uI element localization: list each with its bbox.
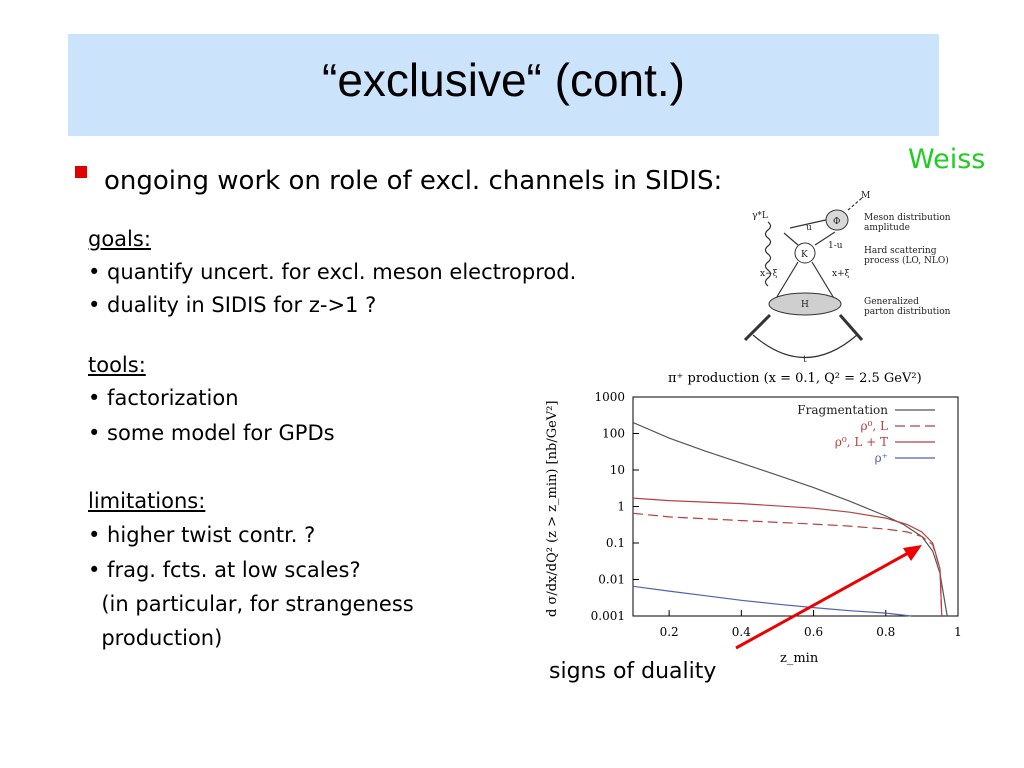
- diagram-label: K: [801, 250, 808, 260]
- x-tick-label: 0.4: [732, 625, 751, 639]
- legend-label: ρ⁰, L + T: [835, 435, 888, 449]
- y-tick-label: 0.001: [591, 609, 625, 623]
- diagram-note: process (LO, NLO): [864, 255, 949, 266]
- meson-amplitude-blob: [825, 209, 849, 231]
- diagram-note: Hard scattering: [864, 246, 937, 256]
- tools-heading: tools:: [88, 353, 146, 377]
- gpd-blob: [768, 292, 842, 316]
- y-tick-label: 10: [610, 463, 625, 477]
- goals-item: • quantify uncert. for excl. meson elect…: [88, 260, 577, 284]
- series-line: [632, 497, 943, 617]
- title-bar: “exclusive“ (cont.): [68, 34, 939, 136]
- diagram-note: amplitude: [864, 223, 910, 233]
- x-tick-label: 0.6: [804, 625, 823, 639]
- diagram-note: Meson distribution: [864, 213, 951, 223]
- series-line: [632, 585, 912, 617]
- chart-x-axis-label: z_min: [780, 651, 819, 666]
- y-tick-label: 100: [602, 427, 625, 441]
- diagram-label: x+ξ: [832, 269, 850, 279]
- main-bullet: ongoing work on role of excl. channels i…: [104, 166, 723, 196]
- y-tick-label: 1000: [594, 390, 625, 404]
- limitations-item: • higher twist contr. ?: [88, 523, 316, 547]
- goals-item: • duality in SIDIS for z->1 ?: [88, 293, 377, 317]
- arrow-shaft: [735, 550, 911, 650]
- y-tick-label: 1: [617, 500, 625, 514]
- duality-annotation: signs of duality: [549, 659, 717, 684]
- diagram-label: H: [801, 300, 809, 310]
- diagram-label: Φ: [833, 217, 840, 227]
- legend-label: ρ⁰, L: [861, 419, 888, 433]
- diagram-label: γ*L: [752, 211, 768, 221]
- photon-line: [764, 221, 772, 287]
- y-tick-label: 0.01: [598, 573, 625, 587]
- series-line: [632, 421, 948, 617]
- author-name: Weiss: [908, 144, 986, 175]
- series-line: [632, 512, 943, 617]
- chart-y-axis-label: d σ/dx/dQ² (z > z_min) [nb/GeV²]: [545, 401, 560, 617]
- limitations-item: production): [88, 626, 223, 650]
- x-tick-label: 1: [954, 625, 962, 639]
- x-tick-label: 0.8: [876, 625, 895, 639]
- limitations-heading: limitations:: [88, 489, 206, 513]
- diagram-label: u: [806, 223, 812, 233]
- diagram-label: 1-u: [828, 241, 843, 251]
- diagram-label: t: [803, 355, 807, 365]
- slide-title: “exclusive“ (cont.): [322, 54, 685, 106]
- y-tick-label: 0.1: [606, 536, 625, 550]
- limitations-item: (in particular, for strangeness: [88, 592, 414, 616]
- diagram-label: M: [861, 191, 870, 201]
- quark-line-u: [783, 232, 799, 246]
- hard-kernel-circle: [794, 242, 816, 264]
- bullet-square-icon: [75, 166, 87, 178]
- chart-title: π⁺ production (x = 0.1, Q² = 2.5 GeV²): [668, 371, 922, 386]
- legend-label: ρ⁺: [875, 451, 888, 465]
- tools-item: • some model for GPDs: [88, 421, 335, 445]
- diagram-note: parton distribution: [864, 307, 951, 317]
- goals-heading: goals:: [88, 227, 151, 251]
- x-tick-label: 0.2: [660, 625, 679, 639]
- limitations-item: • frag. fcts. at low scales?: [88, 558, 361, 582]
- diagram-label: x−ξ: [760, 269, 778, 279]
- tools-item: • factorization: [88, 386, 239, 410]
- plot-frame: [632, 396, 959, 617]
- diagram-note: Generalized: [864, 297, 919, 307]
- legend-label: Fragmentation: [797, 403, 888, 417]
- arrow-head-icon: [903, 545, 922, 561]
